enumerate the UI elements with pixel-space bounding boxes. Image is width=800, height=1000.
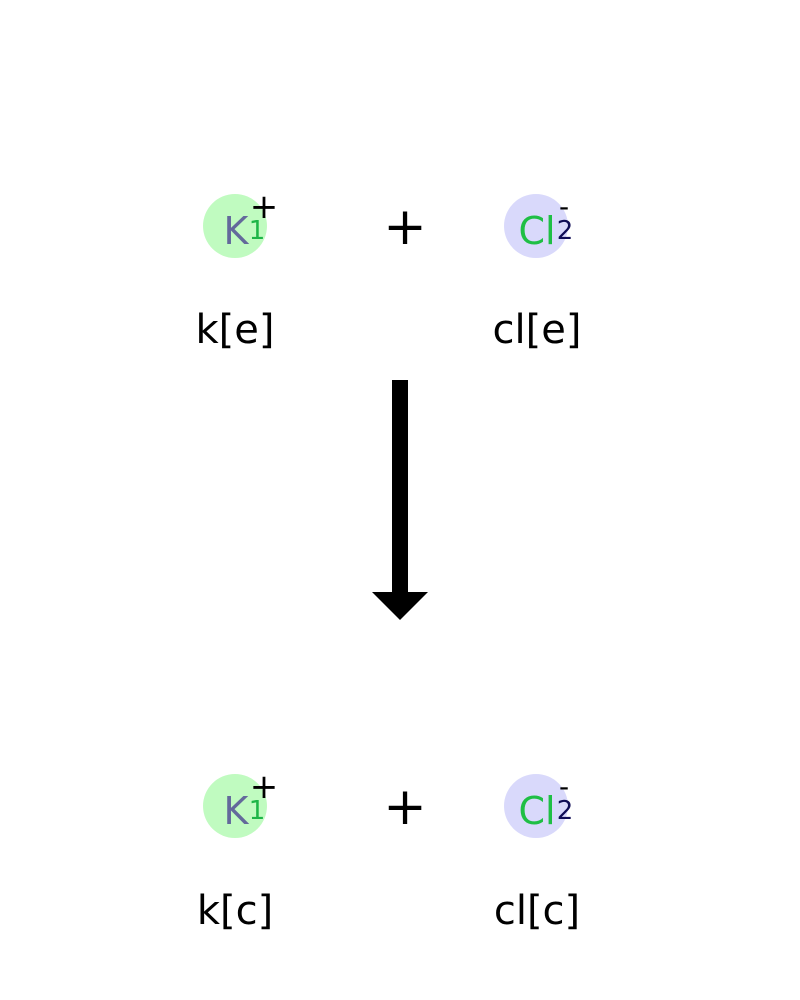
product-k-species: K 1 + k[c] [197,767,278,934]
product-plus-sign: + [383,777,427,837]
product-cl-label: cl[c] [494,888,580,934]
reactant-k-index: 1 [249,216,266,246]
product-k-label: k[c] [197,888,273,934]
reactant-k-species: K 1 + k[e] [196,187,279,353]
reactant-cl-symbol: Cl [518,209,555,253]
reactant-cl-index: 2 [557,216,574,246]
reaction-arrow-head [372,592,428,620]
reactant-cl-circle [504,194,568,258]
reactant-k-symbol: K [224,209,250,253]
reactant-plus-sign: + [383,197,427,257]
reaction-arrow-shaft [392,380,408,594]
reactant-cl-charge: - [559,190,569,223]
product-k-index: 1 [249,796,266,826]
reaction-arrow [372,380,428,620]
reactant-cl-species: Cl 2 - cl[e] [493,190,582,353]
product-k-circle [203,774,267,838]
reactant-k-charge: + [250,187,279,227]
reactant-cl-label: cl[e] [493,307,582,353]
product-k-charge: + [250,767,279,807]
reactant-k-circle [203,194,267,258]
product-cl-charge: - [559,770,569,803]
reactant-k-label: k[e] [196,307,275,353]
product-cl-symbol: Cl [518,789,555,833]
product-cl-species: Cl 2 - cl[c] [494,770,580,934]
product-k-symbol: K [224,789,250,833]
product-cl-index: 2 [557,796,574,826]
product-cl-circle [504,774,568,838]
